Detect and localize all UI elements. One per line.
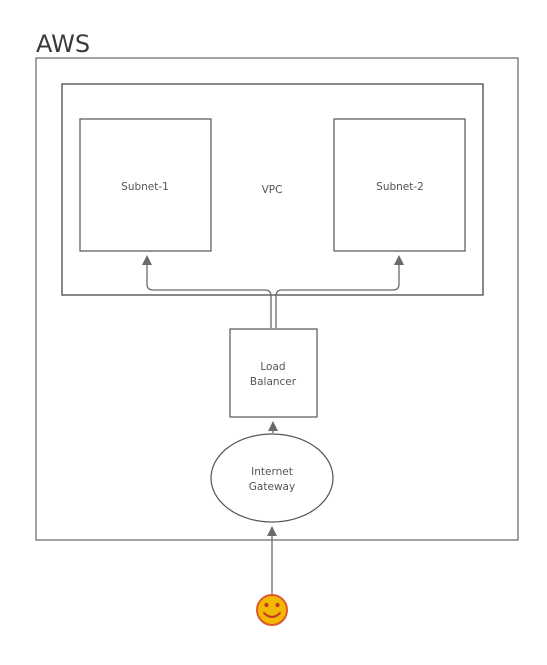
aws-title: AWS (36, 30, 90, 58)
load-balancer-box (229, 328, 318, 418)
smiley-face-icon (256, 594, 288, 626)
internet-gateway-label-line2: Gateway (249, 481, 295, 493)
internet-gateway-label-line1: Internet (251, 466, 293, 478)
subnet-2-label: Subnet-2 (376, 181, 424, 193)
subnet-2-box (333, 118, 466, 252)
subnet-1-label: Subnet-1 (121, 181, 169, 193)
vpc-container (61, 83, 484, 296)
load-balancer-label-line2: Balancer (250, 376, 297, 388)
load-balancer-label-line1: Load (260, 361, 285, 373)
connector-to-subnet-2 (275, 255, 404, 328)
subnet-1-box (79, 118, 212, 252)
aws-boundary (35, 57, 519, 541)
connector-to-subnet-1 (142, 255, 272, 328)
internet-gateway-ellipse (210, 433, 334, 523)
vpc-label: VPC (262, 184, 283, 196)
